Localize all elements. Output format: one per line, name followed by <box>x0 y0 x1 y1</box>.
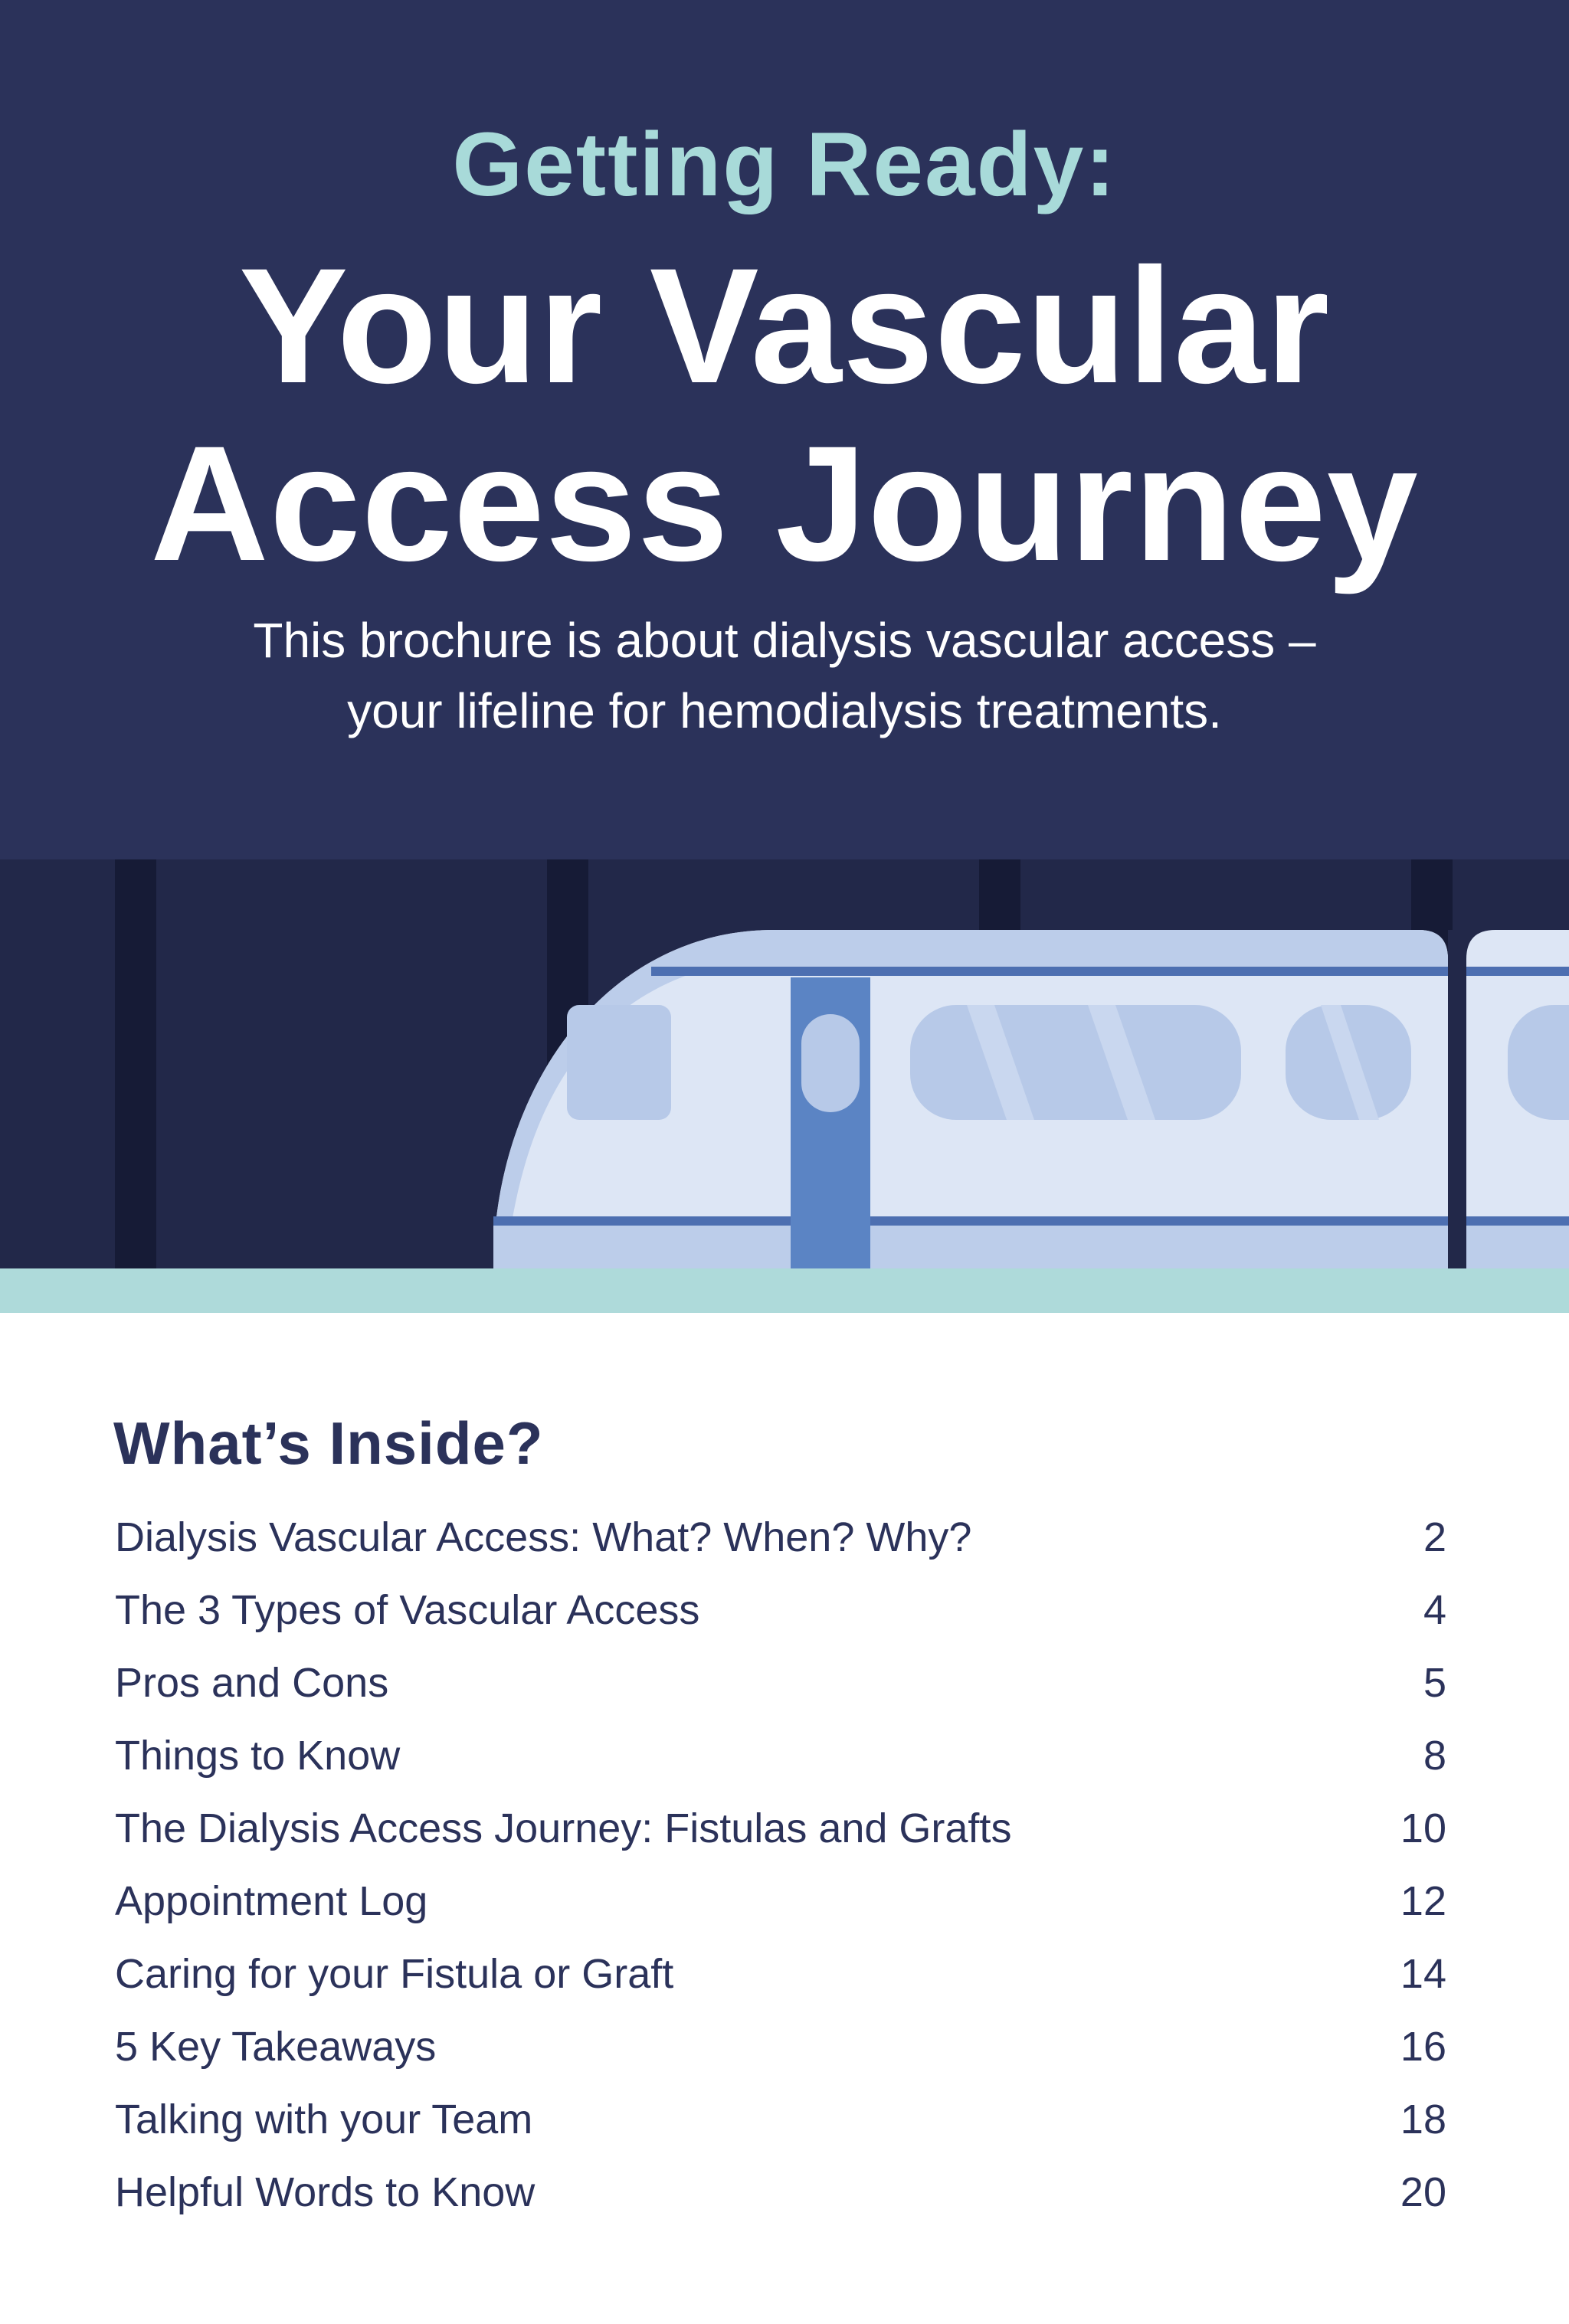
toc-item[interactable]: Helpful Words to Know 20 <box>115 2156 1446 2229</box>
toc-item-title: Talking with your Team <box>115 2097 533 2142</box>
toc-item[interactable]: Pros and Cons 5 <box>115 1647 1446 1720</box>
page-title: Your Vascular Access Journey <box>0 237 1569 593</box>
train-skirt <box>493 1223 1448 1268</box>
train-bottom-stripe <box>493 1216 1448 1226</box>
window-glare <box>967 1005 1034 1120</box>
subtitle: This brochure is about dialysis vascular… <box>153 605 1416 746</box>
train-second-car-bottom-stripe <box>1466 1216 1569 1226</box>
toc-item-page: 20 <box>1400 2169 1446 2215</box>
toc-item[interactable]: The Dialysis Access Journey: Fistulas an… <box>115 1792 1446 1865</box>
toc-item-title: 5 Key Takeaways <box>115 2024 437 2070</box>
train-second-car-skirt <box>1466 1223 1569 1268</box>
subtitle-line-2: your lifeline for hemodialysis treatment… <box>347 683 1222 738</box>
toc-item-page: 14 <box>1400 1951 1446 1997</box>
title-line-1: Your Vascular <box>238 234 1331 417</box>
toc-item-page: 2 <box>1423 1514 1446 1560</box>
train-door-window <box>801 1014 860 1112</box>
train-roof <box>493 930 1448 1268</box>
toc-item-page: 10 <box>1400 1805 1446 1851</box>
toc-item[interactable]: 5 Key Takeaways 16 <box>115 2011 1446 2083</box>
train-illustration-icon <box>115 859 1569 1268</box>
toc-item-title: Caring for your Fistula or Graft <box>115 1951 674 1997</box>
toc-item-title: The 3 Types of Vascular Access <box>115 1587 700 1633</box>
pillar <box>115 859 156 1268</box>
toc-item[interactable]: The 3 Types of Vascular Access 4 <box>115 1574 1446 1647</box>
toc-item-page: 18 <box>1400 2097 1446 2142</box>
toc-item-page: 12 <box>1400 1878 1446 1924</box>
toc-item-page: 16 <box>1400 2024 1446 2070</box>
toc-item-title: The Dialysis Access Journey: Fistulas an… <box>115 1805 1012 1851</box>
toc-item[interactable]: Dialysis Vascular Access: What? When? Wh… <box>115 1501 1446 1574</box>
toc-item-title: Dialysis Vascular Access: What? When? Wh… <box>115 1514 972 1560</box>
toc-item-title: Helpful Words to Know <box>115 2169 536 2215</box>
table-of-contents: Dialysis Vascular Access: What? When? Wh… <box>115 1501 1446 2229</box>
toc-item-title: Pros and Cons <box>115 1660 389 1706</box>
toc-item[interactable]: Caring for your Fistula or Graft 14 <box>115 1938 1446 2011</box>
window-glare <box>1088 1005 1155 1120</box>
toc-item[interactable]: Things to Know 8 <box>115 1720 1446 1792</box>
train-front-window <box>567 1005 671 1120</box>
window-glare <box>1321 1005 1379 1120</box>
contents-heading: What’s Inside? <box>113 1409 544 1477</box>
title-line-2: Access Journey <box>150 412 1419 595</box>
train-window <box>910 1005 1241 1120</box>
cover-header: Getting Ready: Your Vascular Access Jour… <box>0 0 1569 859</box>
train-illustration-band <box>0 859 1569 1268</box>
toc-item[interactable]: Appointment Log 12 <box>115 1865 1446 1938</box>
toc-item-page: 4 <box>1423 1587 1446 1633</box>
platform-stripe <box>0 1268 1569 1313</box>
train-second-car-stripe <box>1466 967 1569 976</box>
train-top-stripe <box>651 967 1448 976</box>
kicker-text: Getting Ready: <box>452 114 1117 215</box>
toc-item-title: Appointment Log <box>115 1878 428 1924</box>
train-window <box>1508 1005 1569 1120</box>
toc-item-page: 8 <box>1423 1733 1446 1779</box>
subtitle-line-1: This brochure is about dialysis vascular… <box>253 613 1316 668</box>
toc-item-page: 5 <box>1423 1660 1446 1706</box>
car-coupling-gap <box>1448 930 1466 1268</box>
toc-item-title: Things to Know <box>115 1733 401 1779</box>
toc-item[interactable]: Talking with your Team 18 <box>115 2083 1446 2156</box>
